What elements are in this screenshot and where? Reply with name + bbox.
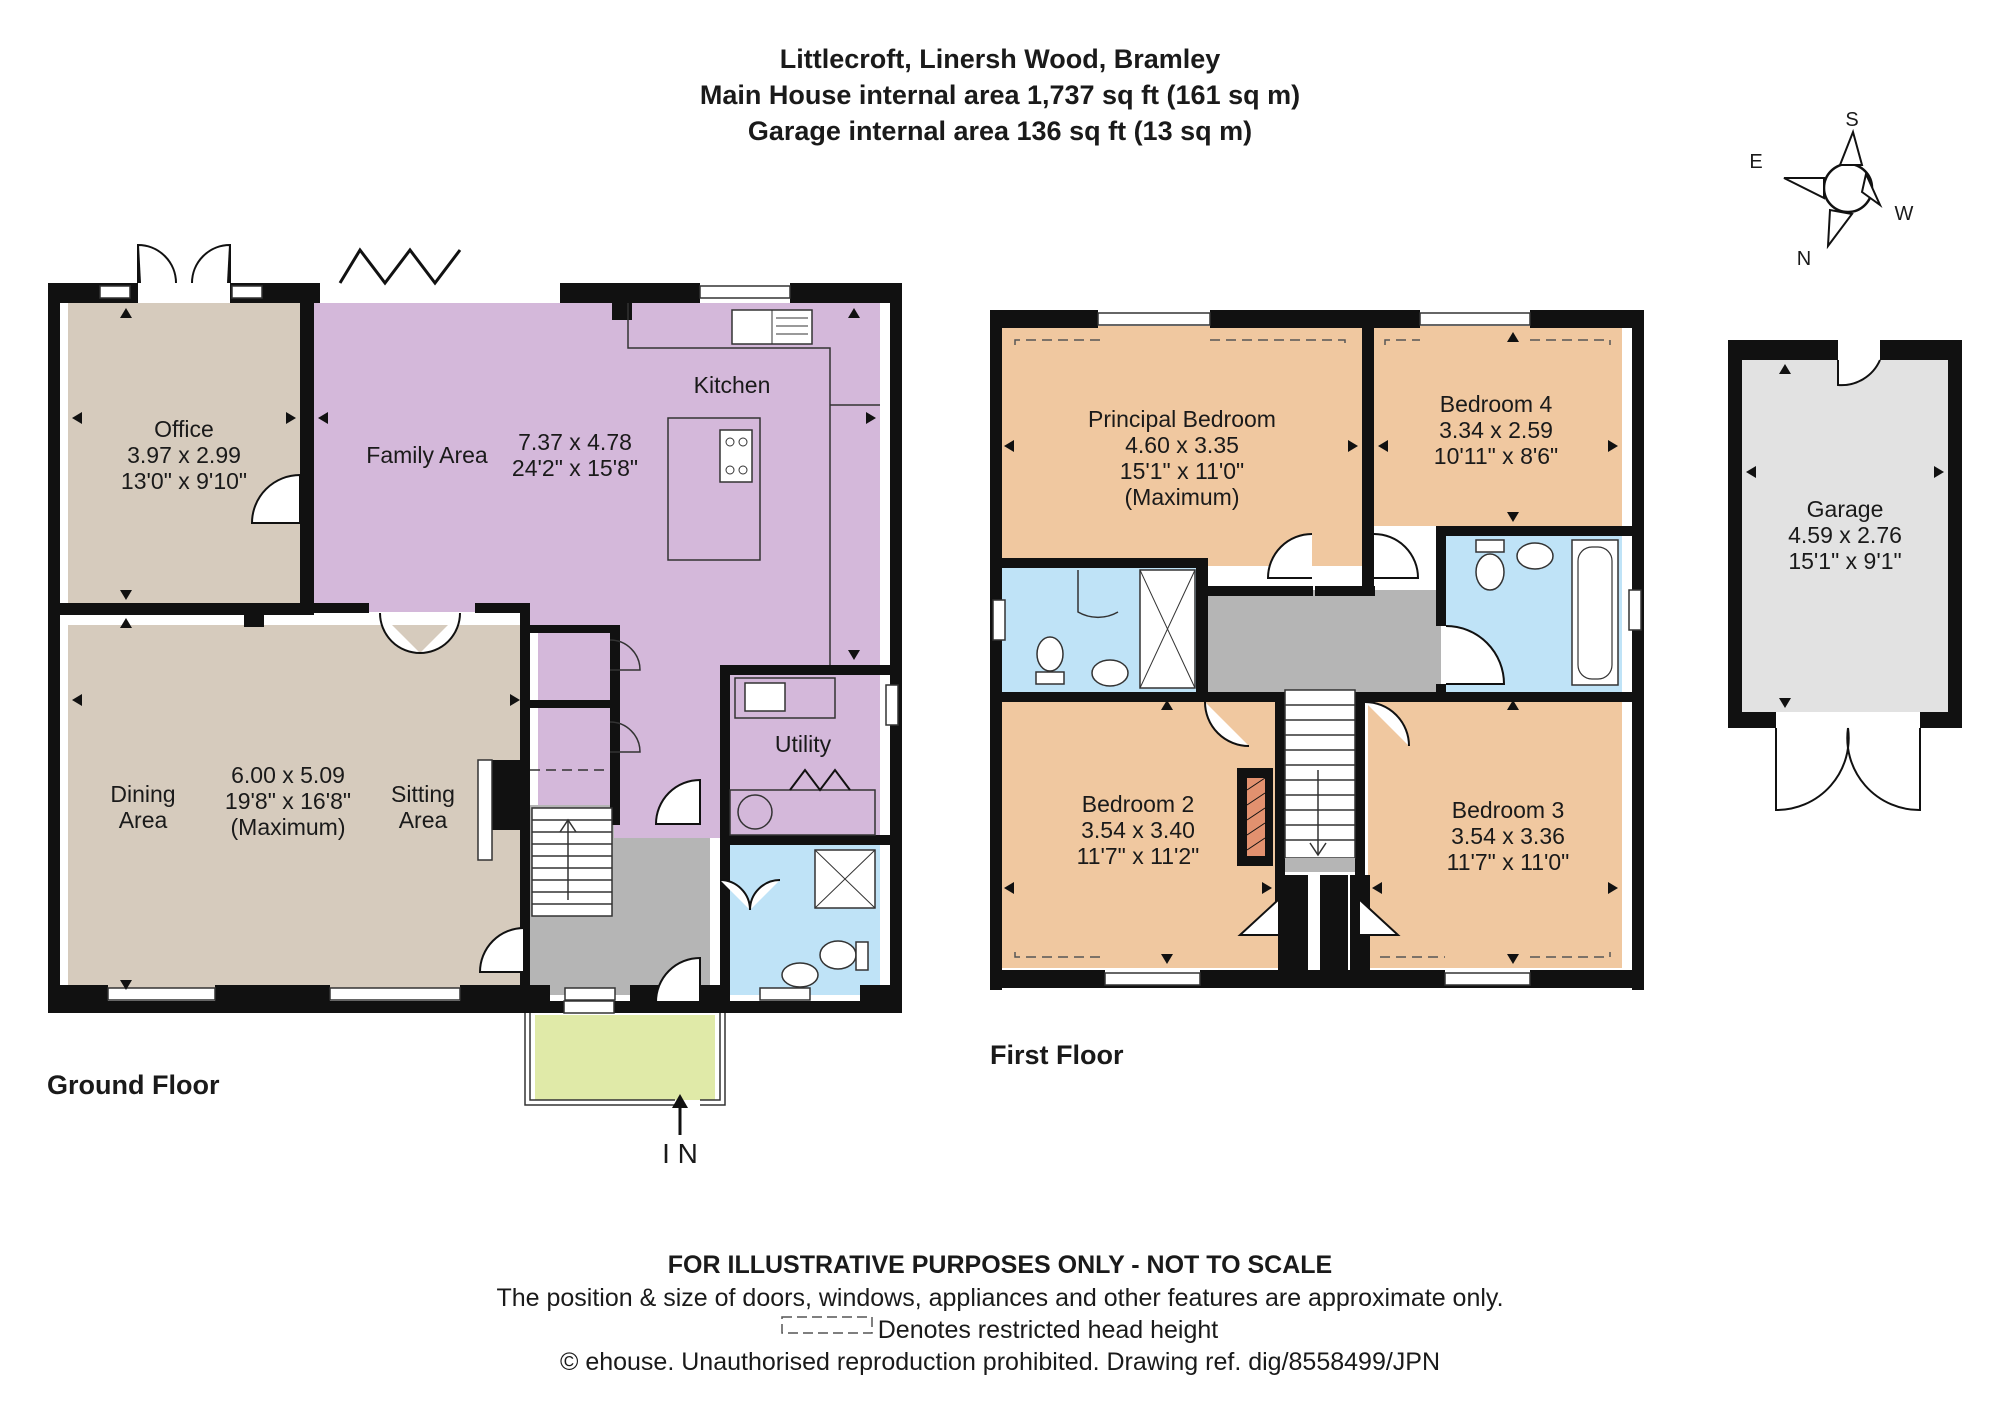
compass-south: S bbox=[1845, 109, 1858, 131]
utility-sink-icon bbox=[734, 677, 836, 719]
ensuite-basin-icon bbox=[1091, 659, 1129, 687]
ground-floor: I N Office 3.97 x 2.99 13'0" x 9'10" Fam… bbox=[48, 243, 902, 1169]
garage-room bbox=[1742, 360, 1948, 712]
principal-metric: 4.60 x 3.35 bbox=[1125, 432, 1239, 458]
principal-note: (Maximum) bbox=[1125, 484, 1240, 510]
bedroom4-metric: 3.34 x 2.59 bbox=[1439, 417, 1553, 443]
bedroom2-name: Bedroom 2 bbox=[1082, 791, 1195, 817]
approx-note: The position & size of doors, windows, a… bbox=[496, 1284, 1504, 1312]
office-name: Office bbox=[154, 416, 214, 442]
sitting-metric: 6.00 x 5.09 bbox=[231, 762, 345, 788]
office-room bbox=[68, 303, 300, 603]
ground-floor-label: Ground Floor bbox=[47, 1070, 220, 1100]
entrance-arrow-icon bbox=[672, 1094, 688, 1135]
hob-icon bbox=[719, 429, 753, 483]
sitting-line2: Area bbox=[399, 807, 448, 833]
compass-north: N bbox=[1797, 248, 1811, 270]
utility-name: Utility bbox=[775, 731, 832, 757]
dining-line1: Dining bbox=[110, 781, 175, 807]
principal-bedroom-room bbox=[1000, 326, 1362, 566]
bedroom3-imperial: 11'7" x 11'0" bbox=[1447, 849, 1570, 875]
garage-metric: 4.59 x 2.76 bbox=[1788, 522, 1902, 548]
garage: Garage 4.59 x 2.76 15'1" x 9'1" bbox=[1728, 340, 1962, 812]
ground-stairs bbox=[531, 807, 613, 917]
restricted-height-legend-icon bbox=[781, 1316, 873, 1334]
garage-name: Garage bbox=[1807, 496, 1884, 522]
sitting-note: (Maximum) bbox=[231, 814, 346, 840]
office-imperial: 13'0" x 9'10" bbox=[121, 468, 247, 494]
bedroom-4-room bbox=[1374, 326, 1622, 526]
first-floor-label: First Floor bbox=[990, 1040, 1124, 1070]
bedroom2-imperial: 11'7" x 11'2" bbox=[1077, 843, 1200, 869]
principal-name: Principal Bedroom bbox=[1088, 406, 1276, 432]
compass-icon: S N E W bbox=[1749, 109, 1913, 270]
garage-imperial: 15'1" x 9'1" bbox=[1788, 548, 1901, 574]
porch bbox=[535, 1015, 715, 1100]
bedroom4-imperial: 10'11" x 8'6" bbox=[1434, 443, 1558, 469]
kitchen-name: Kitchen bbox=[694, 372, 771, 398]
bedroom-3-room bbox=[1368, 700, 1622, 968]
garage-area: Garage internal area 136 sq ft (13 sq m) bbox=[747, 116, 1253, 146]
kitchen-island bbox=[667, 417, 761, 561]
compass-west: W bbox=[1895, 203, 1914, 225]
plan-title: Littlecroft, Linersh Wood, Bramley bbox=[779, 44, 1221, 74]
principal-imperial: 15'1" x 11'0" bbox=[1120, 458, 1244, 484]
family-imperial: 24'2" x 15'8" bbox=[512, 455, 638, 481]
bedroom2-metric: 3.54 x 3.40 bbox=[1081, 817, 1195, 843]
bath-basin-icon bbox=[1516, 542, 1554, 570]
basin-icon bbox=[781, 962, 819, 988]
copyright: © ehouse. Unauthorised reproduction proh… bbox=[559, 1348, 1441, 1376]
disclaimer: FOR ILLUSTRATIVE PURPOSES ONLY - NOT TO … bbox=[667, 1251, 1333, 1279]
family-name: Family Area bbox=[366, 442, 488, 468]
bedroom3-metric: 3.54 x 3.36 bbox=[1451, 823, 1565, 849]
dining-sitting-room bbox=[68, 625, 524, 995]
first-floor: Principal Bedroom 4.60 x 3.35 15'1" x 11… bbox=[990, 310, 1644, 990]
entrance-label: I N bbox=[662, 1138, 698, 1169]
compass-east: E bbox=[1749, 151, 1762, 173]
family-metric: 7.37 x 4.78 bbox=[518, 429, 632, 455]
bedroom4-name: Bedroom 4 bbox=[1440, 391, 1553, 417]
toilet-icon bbox=[819, 940, 857, 970]
ensuite-toilet-icon bbox=[1036, 636, 1064, 672]
bedroom3-name: Bedroom 3 bbox=[1452, 797, 1565, 823]
landing bbox=[1205, 590, 1441, 694]
bath-toilet-icon bbox=[1475, 553, 1505, 591]
office-metric: 3.97 x 2.99 bbox=[127, 442, 241, 468]
bedroom-2-room bbox=[1000, 700, 1278, 968]
dining-line2: Area bbox=[119, 807, 168, 833]
legend-label: Denotes restricted head height bbox=[877, 1316, 1219, 1344]
boiler-icon bbox=[737, 794, 773, 830]
main-house-area: Main House internal area 1,737 sq ft (16… bbox=[699, 80, 1301, 110]
legend-text: Denotes restricted head height bbox=[0, 1314, 2000, 1346]
sitting-imperial: 19'8" x 16'8" bbox=[225, 788, 351, 814]
first-floor-stairs bbox=[1284, 689, 1356, 859]
sitting-line1: Sitting bbox=[391, 781, 455, 807]
